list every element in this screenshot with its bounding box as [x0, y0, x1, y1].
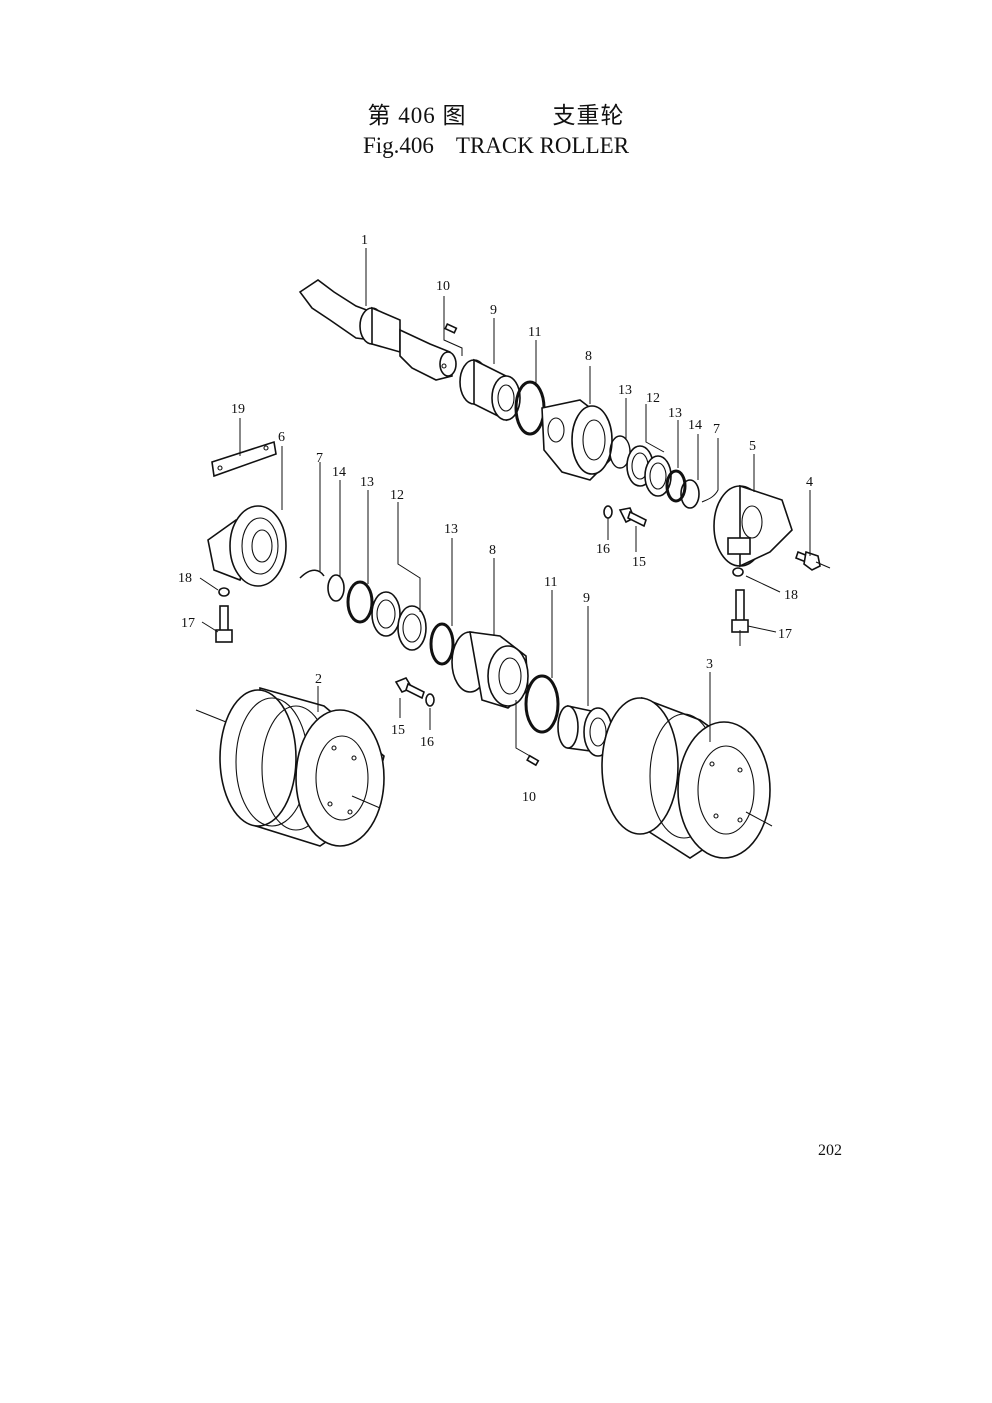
collar-part	[207, 505, 287, 587]
callout-7-left: 7	[316, 451, 323, 466]
plate-part	[211, 440, 277, 478]
callout-10-top: 10	[436, 279, 450, 294]
callout-9-top: 9	[490, 303, 497, 318]
bolt-part	[795, 550, 821, 571]
callout-1: 2	[315, 672, 322, 687]
figure-number-en: Fig.406	[362, 133, 434, 158]
part-name-cn: 支重轮	[552, 103, 625, 128]
retainer-ring-part	[299, 569, 325, 579]
callout-14-left: 14	[332, 465, 346, 480]
callout-17-right: 17	[778, 627, 792, 642]
callout-13-c: 13	[360, 475, 374, 490]
callout-15-top: 15	[632, 555, 646, 570]
callout-15-lower: 15	[391, 723, 405, 738]
bolt-part	[394, 677, 425, 700]
callout-12-left: 12	[390, 488, 404, 503]
pin-part	[526, 754, 540, 767]
bolt-part	[731, 589, 749, 633]
bolt-part	[618, 507, 647, 528]
callout-11-top: 11	[528, 325, 541, 340]
o-ring-part	[514, 380, 546, 436]
floating-seal-part	[397, 605, 427, 651]
washer-part	[425, 693, 435, 707]
callout-14-top: 14	[688, 418, 702, 433]
callout-6: 6	[278, 430, 285, 445]
callout-8-lower: 8	[489, 543, 496, 558]
collar-part	[713, 484, 793, 568]
callout-13-a: 13	[618, 383, 632, 398]
figure-title-chinese: 第 406 图 支重轮	[0, 96, 992, 130]
o-ring-part	[429, 622, 455, 666]
callout-3: 1	[361, 233, 368, 248]
pin-part	[444, 323, 458, 334]
washer-part	[603, 505, 613, 519]
washer-part	[732, 567, 744, 577]
hub-part	[451, 631, 529, 709]
bolt-part	[215, 605, 233, 643]
retainer-ring-part	[327, 574, 345, 602]
callout-2: 3	[706, 657, 713, 672]
washer-part	[218, 587, 230, 597]
callout-12-top: 12	[646, 391, 660, 406]
figure-title-english: Fig.406 TRACK ROLLER	[0, 133, 992, 159]
callout-19: 19	[231, 402, 245, 417]
callout-13-b: 13	[668, 406, 682, 421]
callout-5: 5	[749, 439, 756, 454]
hub-part	[541, 399, 613, 481]
page-number: 202	[818, 1142, 842, 1159]
callout-11-lower: 11	[544, 575, 557, 590]
roller-shell-part	[601, 696, 771, 859]
callout-8-top: 8	[585, 349, 592, 364]
bushing-part	[459, 358, 521, 422]
callout-4: 4	[806, 475, 813, 490]
o-ring-part	[665, 469, 687, 503]
callout-9-lower: 9	[583, 591, 590, 606]
o-ring-part	[346, 580, 374, 624]
callout-16-top: 16	[596, 542, 610, 557]
callout-17-left: 17	[181, 616, 195, 631]
o-ring-part	[524, 674, 560, 734]
part-name-en: TRACK ROLLER	[455, 133, 630, 158]
roller-shell-part	[219, 686, 385, 847]
shaft-part	[298, 279, 457, 381]
callout-18-right: 18	[784, 588, 798, 603]
callout-10-lower: 10	[522, 790, 536, 805]
callout-16-lower: 16	[420, 735, 434, 750]
figure-number-cn: 第 406 图	[367, 103, 467, 128]
callout-18-left: 18	[178, 571, 192, 586]
retainer-ring-part	[680, 479, 700, 509]
callout-13-d: 13	[444, 522, 458, 537]
callout-labels: 1 10 9 11 8 13 12 13 14 7 5 4 16 15 18 1…	[178, 233, 813, 805]
callout-7-top: 7	[713, 422, 720, 437]
floating-seal-part	[371, 591, 401, 637]
leader-lines	[199, 248, 811, 757]
